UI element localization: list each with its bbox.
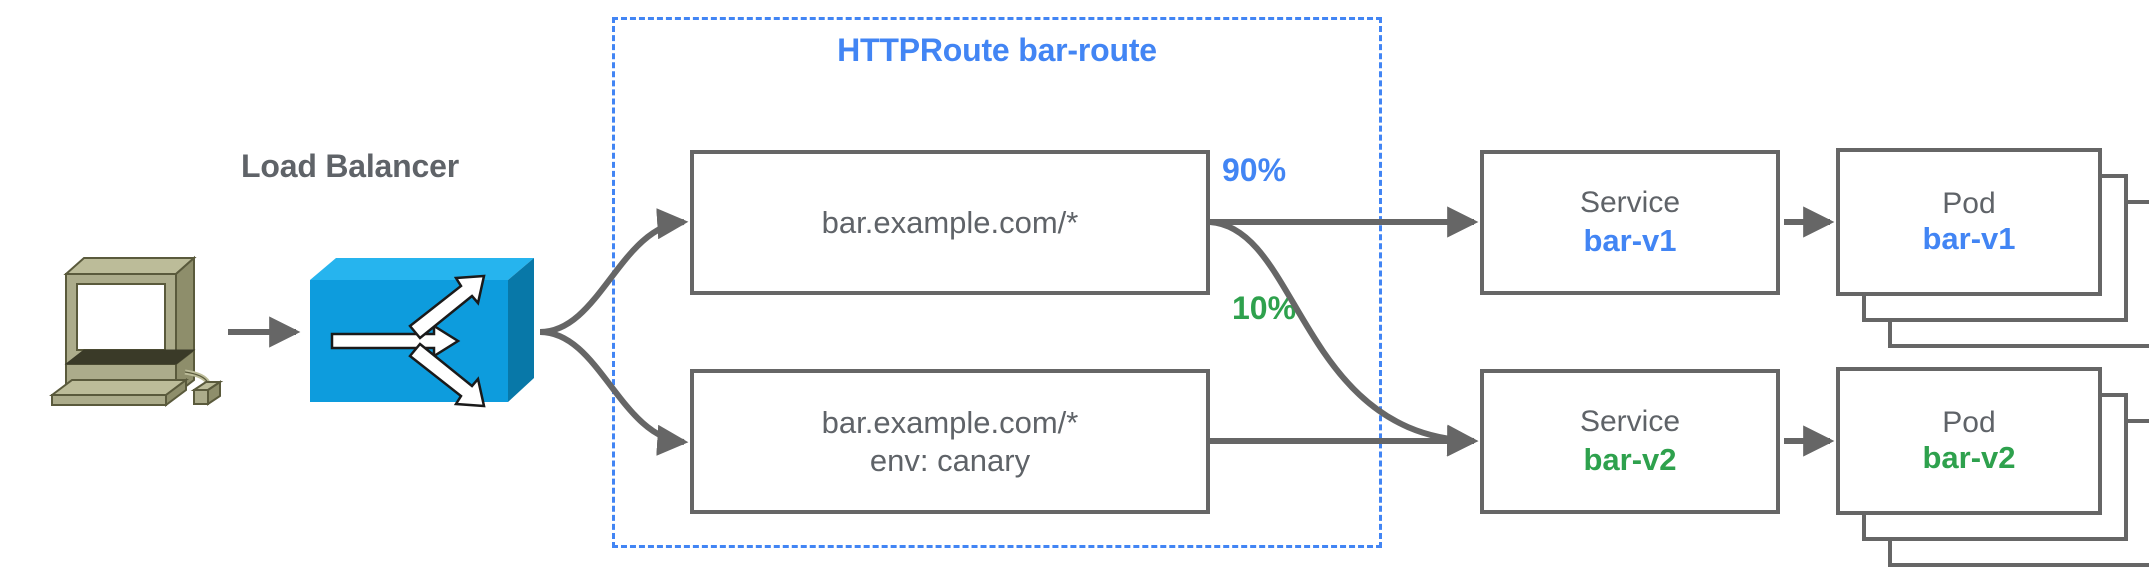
load-balancer-icon: [306, 256, 538, 408]
route-rule-canary[interactable]: bar.example.com/* env: canary: [690, 369, 1210, 514]
pod-name-label-v2: bar-v2: [1922, 440, 2016, 475]
httproute-group-title: HTTPRoute bar-route: [612, 26, 1382, 74]
pod-stack-bar-v2[interactable]: Pod bar-v2: [1836, 367, 2149, 567]
pod-card-front-v2[interactable]: Pod bar-v2: [1836, 367, 2102, 515]
route-rule-primary[interactable]: bar.example.com/*: [690, 150, 1210, 295]
service-name-label-v2: bar-v2: [1583, 441, 1677, 477]
service-kind-label-v2: Service: [1579, 405, 1681, 439]
pod-name-label-v1: bar-v1: [1922, 221, 2016, 256]
weight-label-10: 10%: [1232, 290, 1297, 326]
pod-kind-label-v1: Pod: [1942, 187, 1996, 220]
route-rule-primary-host: bar.example.com/*: [821, 204, 1079, 240]
desktop-computer-icon: [44, 252, 224, 412]
service-kind-label-v1: Service: [1579, 186, 1681, 220]
httproute-name-label: bar-route: [1018, 32, 1157, 68]
service-name-label-v1: bar-v1: [1583, 222, 1677, 258]
weight-label-90: 90%: [1222, 152, 1287, 188]
load-balancer-label: Load Balancer: [241, 148, 459, 184]
service-box-bar-v2[interactable]: Service bar-v2: [1480, 369, 1780, 514]
httproute-kind-label: HTTPRoute: [837, 32, 1010, 68]
route-rule-canary-host: bar.example.com/*: [821, 404, 1079, 440]
service-box-bar-v1[interactable]: Service bar-v1: [1480, 150, 1780, 295]
pod-stack-bar-v1[interactable]: Pod bar-v1: [1836, 148, 2149, 348]
pod-card-front-v1[interactable]: Pod bar-v1: [1836, 148, 2102, 296]
pod-kind-label-v2: Pod: [1942, 406, 1996, 439]
route-rule-canary-header: env: canary: [869, 442, 1031, 478]
